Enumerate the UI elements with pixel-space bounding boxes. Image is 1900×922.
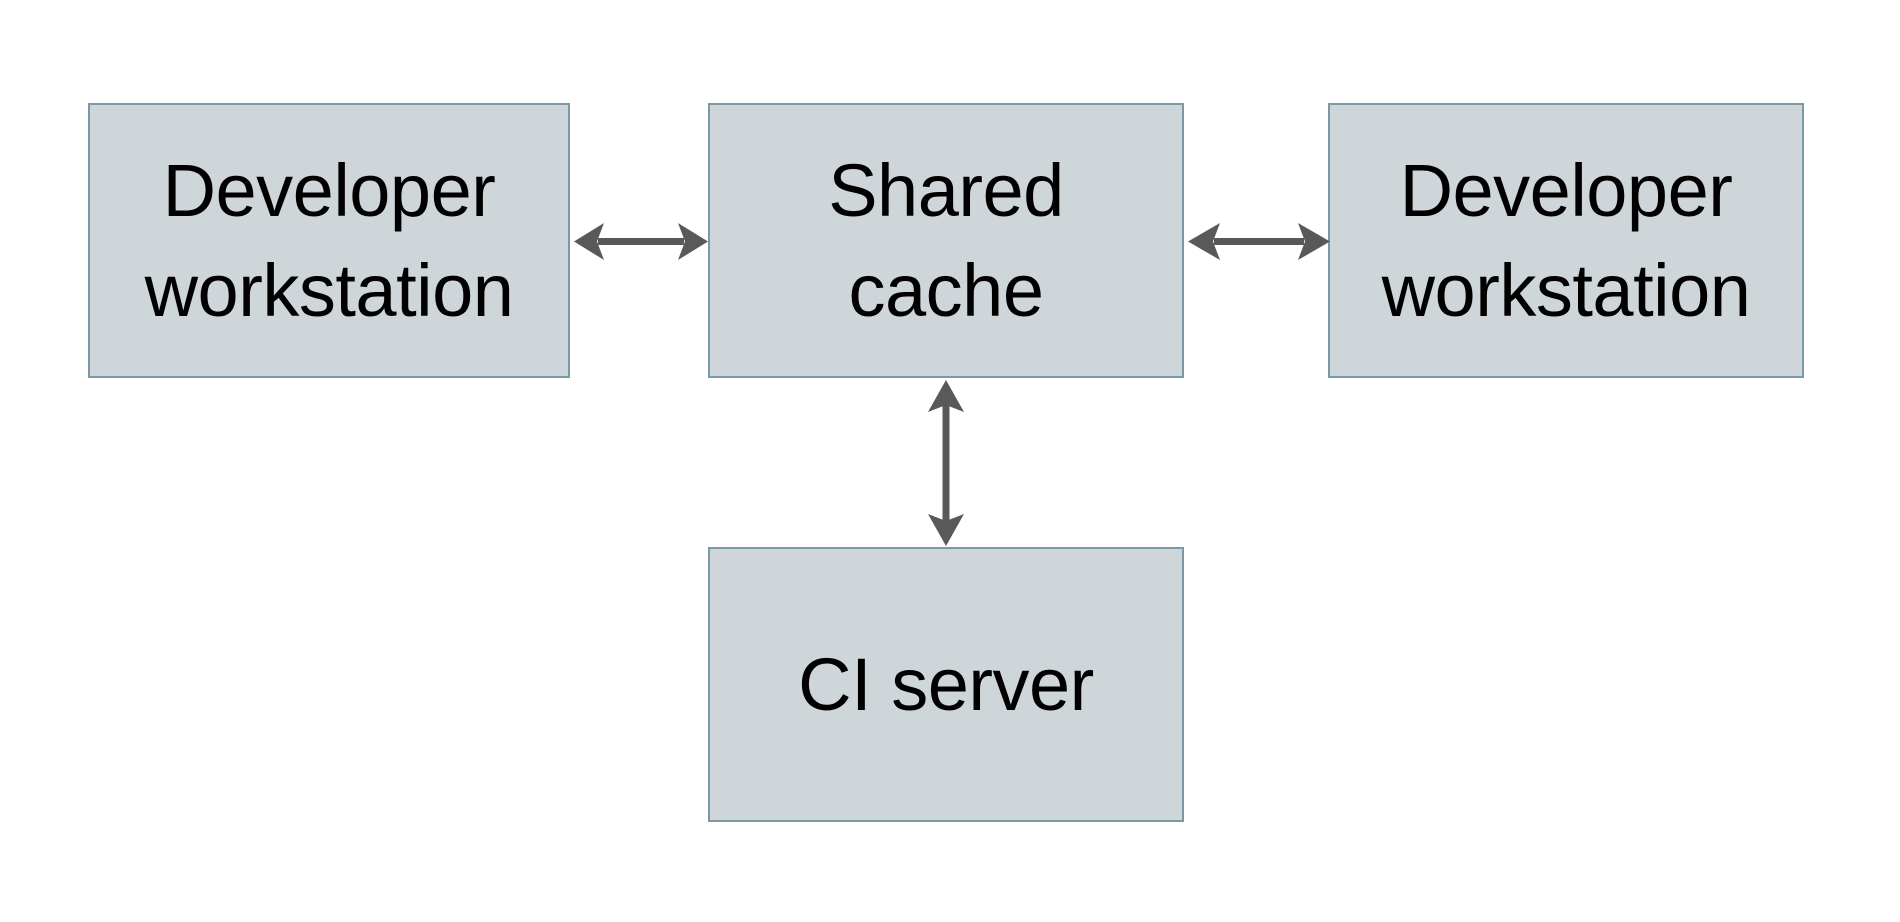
edge-shared-cache-to-ci-server[interactable] <box>915 378 977 548</box>
node-shared-cache[interactable]: Shared cache <box>708 103 1184 378</box>
node-label-ci-server: CI server <box>798 642 1094 726</box>
node-label-developer-workstation-right: Developer workstation <box>1381 149 1751 332</box>
edge-shared-cache-to-right-workstation[interactable] <box>1186 211 1332 273</box>
node-ci-server[interactable]: CI server <box>708 547 1184 822</box>
node-label-developer-workstation-left: Developer workstation <box>144 149 514 332</box>
double-arrow-icon <box>1188 223 1330 260</box>
node-developer-workstation-left[interactable]: Developer workstation <box>88 103 570 378</box>
node-developer-workstation-right[interactable]: Developer workstation <box>1328 103 1804 378</box>
edge-left-workstation-to-shared-cache[interactable] <box>572 211 710 273</box>
node-label-shared-cache: Shared cache <box>828 149 1064 332</box>
double-arrow-icon <box>928 380 964 546</box>
double-arrow-icon <box>574 223 708 260</box>
